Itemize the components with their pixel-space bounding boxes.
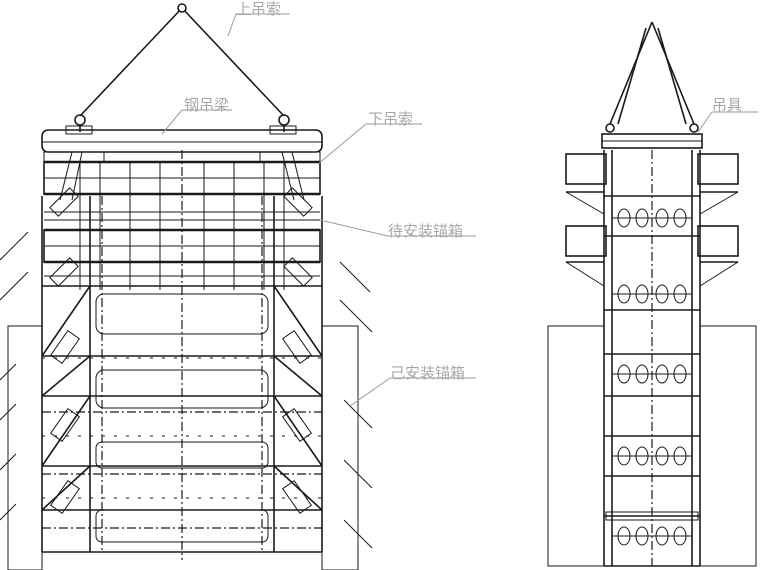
right-elevation-view: 吊具 [547,21,758,567]
label-pending-anchor-box: 待安装锚箱 [388,222,463,240]
installed-anchor-box-right-2 [281,408,313,442]
installed-anchor-box-right-3 [281,480,313,514]
right-floor-levels [604,195,700,517]
lower-sling [59,151,305,201]
right-base-block [605,511,699,521]
right-concrete-wall-left [547,325,605,567]
installed-anchor-box-left-3 [49,480,81,514]
left-concrete-wall-right [321,325,359,570]
label-installed-anchor-box: 己安装锚箱 [390,364,465,382]
left-inner-panels [95,293,269,543]
steel-spreader-beam [41,125,323,163]
right-anchor-rings [612,208,692,546]
label-upper-sling: 上吊索 [236,0,281,18]
left-tower-frame [41,196,323,553]
upper-sling [79,3,285,117]
installed-anchor-box-left-1 [49,330,81,364]
left-x-bracing [41,285,323,511]
installed-anchor-box-right-1 [281,330,313,364]
pending-anchor-box-lower [43,228,321,264]
label-lower-sling: 下吊索 [368,110,413,128]
right-side-platforms [565,153,739,287]
right-concrete-wall-right [699,325,757,567]
left-pending-ties [44,162,320,290]
left-label-leaders [161,13,476,407]
installed-anchor-box-left-2 [49,408,81,442]
label-hanger: 吊具 [712,96,742,114]
right-label-leader [697,111,758,133]
left-wall-hatch [0,231,373,549]
left-center-lines [42,150,322,560]
right-sling [609,21,695,125]
right-hanger-beam [601,123,703,149]
left-concrete-wall-left [7,325,43,570]
left-elevation-view: 上吊索 钢吊梁 下吊索 待安装锚箱 己安装锚箱 [0,0,476,570]
left-floor-lines [42,285,322,511]
right-shaft-frame [603,150,701,567]
label-steel-beam: 钢吊梁 [184,96,229,114]
